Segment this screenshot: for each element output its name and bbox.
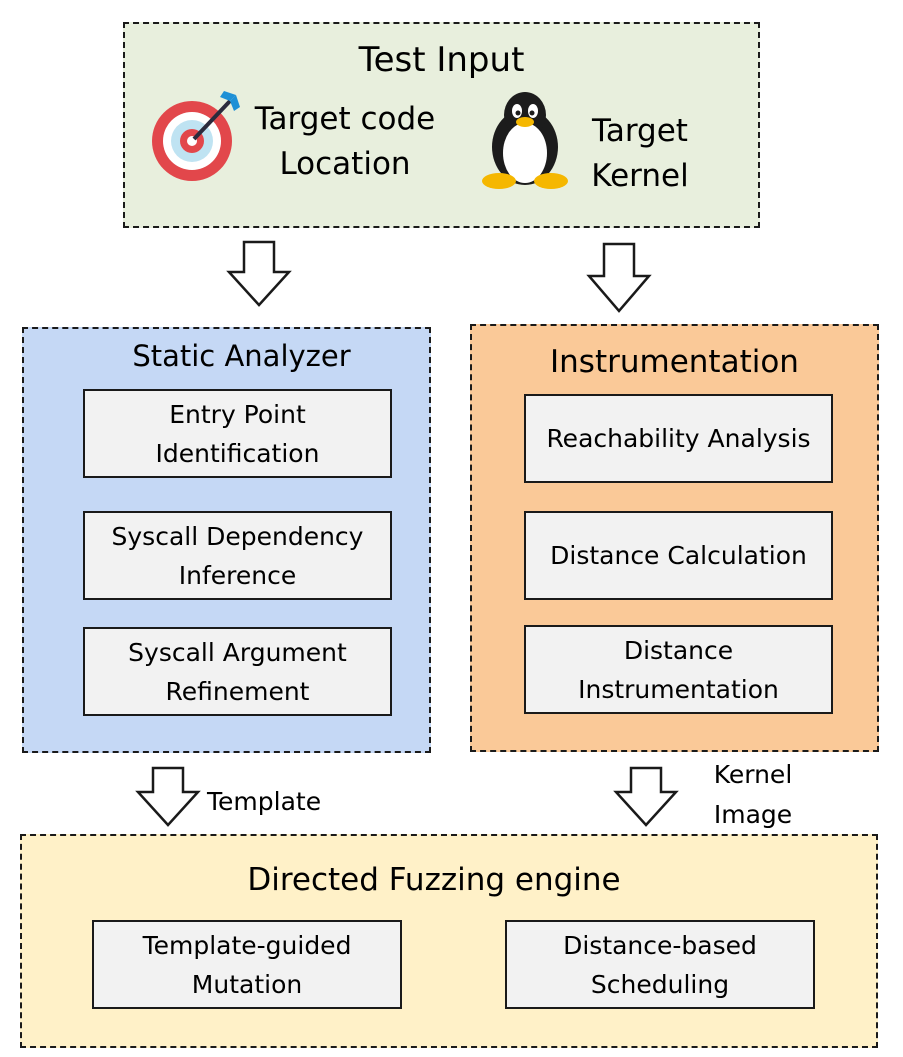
template-guided-mutation-box: Template-guided Mutation: [92, 920, 402, 1009]
fuzzing-engine-title: Directed Fuzzing engine: [247, 862, 621, 898]
fuzzing-engine-panel: Directed Fuzzing engine Template-guided …: [20, 834, 878, 1048]
distance-based-scheduling-box: Distance-based Scheduling: [505, 920, 815, 1009]
entry-point-identification-box: Entry Point Identification: [83, 389, 392, 478]
arrow-template: [135, 766, 201, 827]
arrow-kernel-image: [613, 766, 679, 827]
target-location-label: Target code Location: [254, 101, 436, 182]
arrow-to-instrumentation: [586, 242, 652, 313]
reachability-analysis-box: Reachability Analysis: [524, 394, 833, 483]
syscall-dependency-inference-box: Syscall Dependency Inference: [83, 511, 392, 600]
linux-penguin-icon: [480, 89, 570, 191]
static-analyzer-title: Static Analyzer: [132, 339, 351, 373]
syscall-argument-refinement-box: Syscall Argument Refinement: [83, 627, 392, 716]
distance-instrumentation-box: Distance Instrumentation: [524, 625, 833, 714]
test-input-title: Test Input: [358, 40, 525, 80]
distance-calculation-box: Distance Calculation: [524, 511, 833, 600]
kernel-image-edge-label: Kernel Image: [713, 760, 793, 829]
instrumentation-panel: Instrumentation Reachability Analysis Di…: [470, 324, 879, 752]
target-kernel-label: Target Kernel: [591, 113, 689, 194]
arrow-to-static-analyzer: [226, 240, 292, 307]
test-input-panel: Test Input Target code Location Targ: [123, 22, 760, 228]
template-edge-label: Template: [207, 787, 322, 816]
instrumentation-title: Instrumentation: [550, 344, 799, 380]
target-icon: [150, 89, 244, 183]
static-analyzer-panel: Static Analyzer Entry Point Identificati…: [22, 327, 431, 753]
